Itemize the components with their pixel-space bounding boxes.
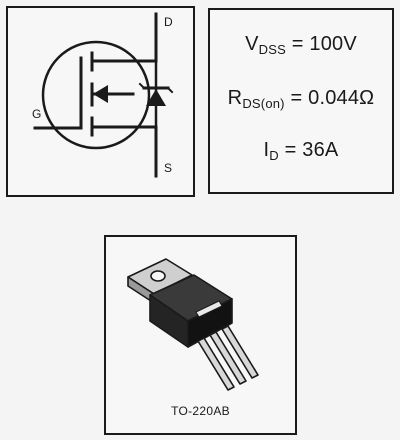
mosfet-schematic: D G S [32,12,174,178]
spec-vdss: VDSS = 100V [210,33,392,57]
lead-gate [197,337,235,391]
mosfet-body-circle [41,40,151,150]
logo-mark [195,300,223,318]
id-subscript: D [269,148,279,163]
gate-label: G [32,107,41,121]
vdss-symbol: V [245,33,259,55]
drain-label: D [164,15,173,29]
spec-id: ID = 36A [210,139,392,163]
lead-source [221,325,259,379]
package-panel: TO-220AB [104,235,297,435]
source-label: S [164,161,172,175]
rds-value: = 0.044Ω [290,87,375,109]
spec-rds-on: RDS(on) = 0.044Ω [210,87,392,111]
to220-package-illustration [127,258,259,391]
id-value: = 36A [284,139,339,161]
channel-arrow [93,85,108,103]
package-body-side [149,294,189,348]
rds-symbol: R [227,87,243,109]
diode-triangle [146,89,166,106]
id-symbol: I [263,139,270,161]
package-label: TO-220AB [171,404,230,418]
vdss-value: = 100V [291,33,357,55]
mosfet-symbol-panel: D G S [6,6,195,197]
mounting-hole [150,270,166,282]
specifications-panel: VDSS = 100V RDS(on) = 0.044Ω ID = 36A [208,8,394,194]
vdss-subscript: DSS [258,42,286,57]
rds-subscript: DS(on) [242,96,285,111]
lead-drain [209,331,247,385]
